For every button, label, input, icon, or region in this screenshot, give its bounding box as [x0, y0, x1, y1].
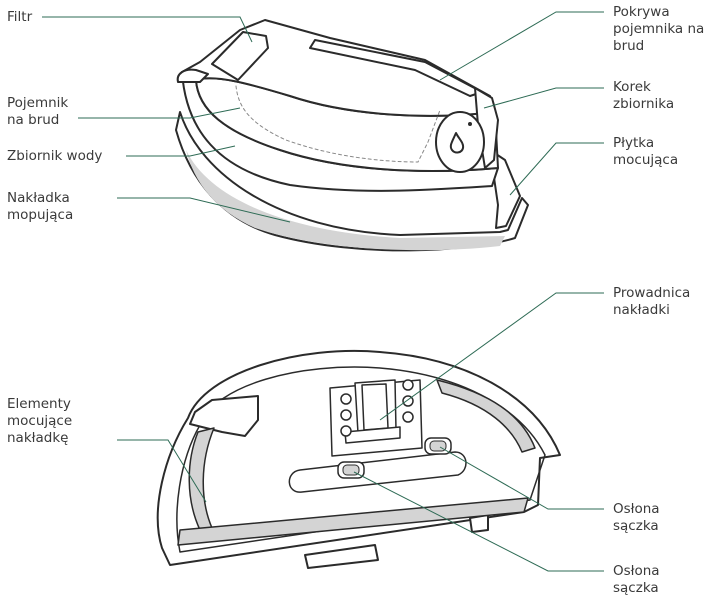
left-clip — [176, 68, 209, 83]
leader-oslona-1 — [439, 446, 604, 510]
leader-lines — [42, 11, 604, 572]
filter-track — [288, 451, 467, 493]
mount-tab-1 — [304, 544, 379, 569]
mop-mount-assembly — [156, 349, 561, 569]
attach-strip-right — [436, 379, 536, 453]
label-nakladka-mopujaca: Nakładka mopująca — [7, 190, 74, 223]
label-oslona-saczka-2: Osłona sączka — [613, 563, 660, 596]
guide-slot — [361, 383, 389, 431]
leader-zbiornik — [126, 145, 236, 157]
guide-bar — [344, 426, 401, 444]
leader-korek — [483, 87, 604, 109]
guide-hole — [340, 393, 352, 405]
filter-shape — [211, 31, 269, 81]
label-zbiornik-wody: Zbiornik wody — [7, 148, 103, 164]
leader-pojemnik — [78, 107, 241, 119]
water-drop-icon — [449, 132, 465, 154]
leader-pokrywa — [439, 11, 604, 81]
label-elementy-mocujace: Elementy mocujące nakładkę — [7, 396, 73, 446]
guide-hole — [402, 411, 414, 423]
dustbin-assembly — [175, 19, 529, 252]
label-plytka-mocujaca: Płytka mocująca — [613, 135, 679, 168]
label-oslona-saczka-1: Osłona sączka — [613, 501, 660, 534]
label-pokrywa: Pokrywa pojemnika na brud — [613, 4, 705, 54]
mop-pad-band — [186, 150, 505, 251]
dustbin-dashed-outline — [235, 85, 441, 163]
leader-elementy — [117, 439, 207, 503]
label-korek-zbiornika: Korek zbiornika — [613, 79, 675, 112]
guide-hole — [340, 409, 352, 421]
leader-prowadnica — [379, 292, 604, 421]
lid-ridge — [309, 39, 483, 97]
label-prowadnica-nakladki: Prowadnica nakładki — [613, 285, 691, 318]
cap-dot — [468, 122, 472, 126]
leader-oslona-2 — [353, 471, 604, 572]
leader-filtr — [42, 16, 253, 43]
label-filtr: Filtr — [7, 9, 33, 25]
label-pojemnik-na-brud: Pojemnik na brud — [7, 95, 69, 128]
mount-clip-left — [189, 395, 259, 437]
leader-plytka — [509, 142, 604, 196]
guide-hole — [402, 379, 414, 391]
leader-nakladka — [117, 197, 291, 223]
guide-hole — [340, 425, 352, 437]
